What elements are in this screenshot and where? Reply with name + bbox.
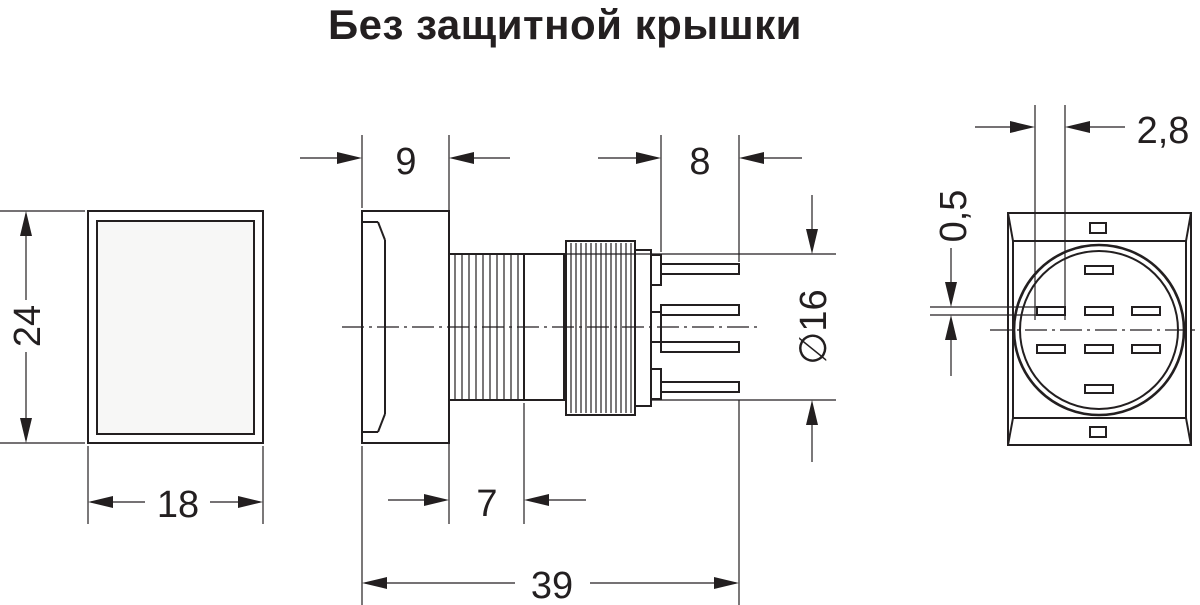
rear-pin-7 bbox=[1131, 344, 1161, 354]
pin-2 bbox=[660, 304, 740, 316]
rear-corner-bl bbox=[1007, 417, 1014, 446]
arrow-left bbox=[88, 496, 113, 508]
front-lens bbox=[96, 220, 255, 435]
key-tab-top bbox=[1089, 222, 1107, 234]
rear-pin-6 bbox=[1084, 344, 1114, 354]
dim-0-5-label: 0,5 bbox=[933, 190, 975, 243]
arrow-16-top bbox=[806, 229, 818, 254]
terminal-block-3 bbox=[650, 368, 662, 400]
pin-1 bbox=[660, 263, 740, 275]
arrow-down bbox=[20, 418, 32, 443]
dim-16-label: ∅16 bbox=[793, 289, 835, 364]
knurl-lines bbox=[570, 243, 632, 413]
rear-pin-4 bbox=[1131, 306, 1161, 316]
pin-3 bbox=[660, 341, 740, 353]
rear-pin-3 bbox=[1084, 306, 1114, 316]
dim-width-label: 18 bbox=[157, 484, 199, 526]
arrow-8-left bbox=[636, 152, 661, 164]
arrow-39-left bbox=[362, 577, 387, 589]
side-view: 9 8 7 39 ∅16 bbox=[300, 135, 836, 605]
rear-pin-2 bbox=[1036, 306, 1066, 316]
dim-39-label: 39 bbox=[531, 565, 573, 605]
rear-corner-tl bbox=[1007, 212, 1014, 242]
dim-height-label: 24 bbox=[7, 305, 49, 347]
pin-4 bbox=[660, 381, 740, 393]
rear-pin-1 bbox=[1084, 265, 1114, 275]
bezel-lip-top bbox=[377, 221, 386, 241]
label-bg bbox=[10, 300, 44, 352]
rear-corner-tr bbox=[1185, 212, 1192, 242]
arrow-0-5-top bbox=[945, 282, 957, 307]
dim-7-label: 7 bbox=[476, 483, 497, 525]
arrow-2-8-left bbox=[1010, 121, 1035, 133]
dim-8-label: 8 bbox=[689, 141, 710, 183]
arrow-2-8-right bbox=[1065, 121, 1090, 133]
arrow-up bbox=[20, 211, 32, 236]
rear-pin-8 bbox=[1084, 384, 1114, 394]
key-tab-bottom bbox=[1089, 426, 1107, 438]
rear-housing bbox=[634, 249, 652, 407]
bezel-lip-bottom bbox=[377, 413, 386, 433]
arrow-right bbox=[238, 496, 263, 508]
arrow-7-right bbox=[524, 494, 549, 506]
arrow-7-left bbox=[424, 494, 449, 506]
front-view: 24 18 bbox=[0, 210, 264, 526]
drawing-title: Без защитной крышки bbox=[327, 1, 802, 48]
rear-view: 2,8 0,5 bbox=[930, 105, 1200, 446]
arrow-8-right bbox=[739, 152, 764, 164]
terminal-block-1 bbox=[650, 254, 662, 286]
arrow-9-right bbox=[449, 152, 474, 164]
arrow-9-left bbox=[337, 152, 362, 164]
dim-9-label: 9 bbox=[395, 141, 416, 183]
arrow-39-right bbox=[714, 577, 739, 589]
arrow-0-5-bottom bbox=[945, 315, 957, 340]
dim-2-8-label: 2,8 bbox=[1137, 110, 1190, 152]
arrow-16-bottom bbox=[806, 400, 818, 425]
rear-corner-br bbox=[1185, 417, 1192, 446]
rear-pin-5 bbox=[1036, 344, 1066, 354]
